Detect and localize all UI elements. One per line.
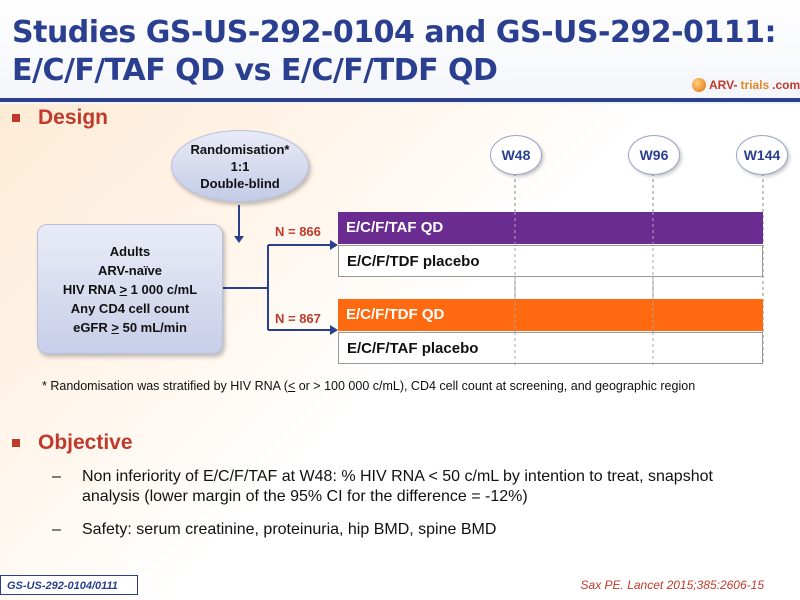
down-arrow-icon — [234, 236, 244, 243]
page-title: Studies GS-US-292-0104 and GS-US-292-011… — [12, 14, 777, 90]
arm-2-active: E/C/F/TDF QD — [338, 299, 763, 331]
objective-heading: Objective — [38, 431, 133, 454]
randomisation-blinding: Double-blind — [200, 175, 280, 191]
right-arrow-icon — [330, 240, 338, 250]
randomisation-label: Randomisation* — [190, 141, 290, 157]
arm-1-active: E/C/F/TAF QD — [338, 212, 763, 244]
arm-2-placebo: E/C/F/TAF placebo — [338, 332, 763, 364]
title-line-2: E/C/F/TAF QD vs E/C/F/TDF QD — [12, 53, 498, 88]
week-marker-w144: W144 — [736, 135, 788, 175]
reference-citation: Sax PE. Lancet 2015;385:2606-15 — [580, 578, 764, 592]
randomisation-oval: Randomisation* 1:1 Double-blind — [171, 130, 309, 202]
study-tag: GS-US-292-0104/0111 — [0, 575, 138, 595]
arm-2-n: N = 867 — [275, 311, 321, 326]
design-heading: Design — [38, 106, 109, 129]
bullet-square-icon — [12, 114, 20, 122]
arm-1-placebo: E/C/F/TDF placebo — [338, 245, 763, 277]
title-line-1: Studies GS-US-292-0104 and GS-US-292-011… — [12, 15, 777, 50]
week-marker-w96: W96 — [628, 135, 680, 175]
randomisation-ratio: 1:1 — [230, 158, 250, 174]
arm-1-n: N = 866 — [275, 224, 321, 239]
population-box: Adults ARV-naïve HIV RNA > 1 000 c/mL An… — [37, 224, 223, 354]
logo-ball-icon — [692, 78, 706, 92]
header-band — [0, 0, 800, 104]
bullet-square-icon — [12, 439, 20, 447]
arv-trials-logo: ARV-trials.com — [692, 78, 800, 92]
randomisation-footnote: * Randomisation was stratified by HIV RN… — [42, 379, 696, 393]
title-divider — [0, 98, 800, 102]
week-marker-w48: W48 — [490, 135, 542, 175]
right-arrow-icon — [330, 325, 338, 335]
